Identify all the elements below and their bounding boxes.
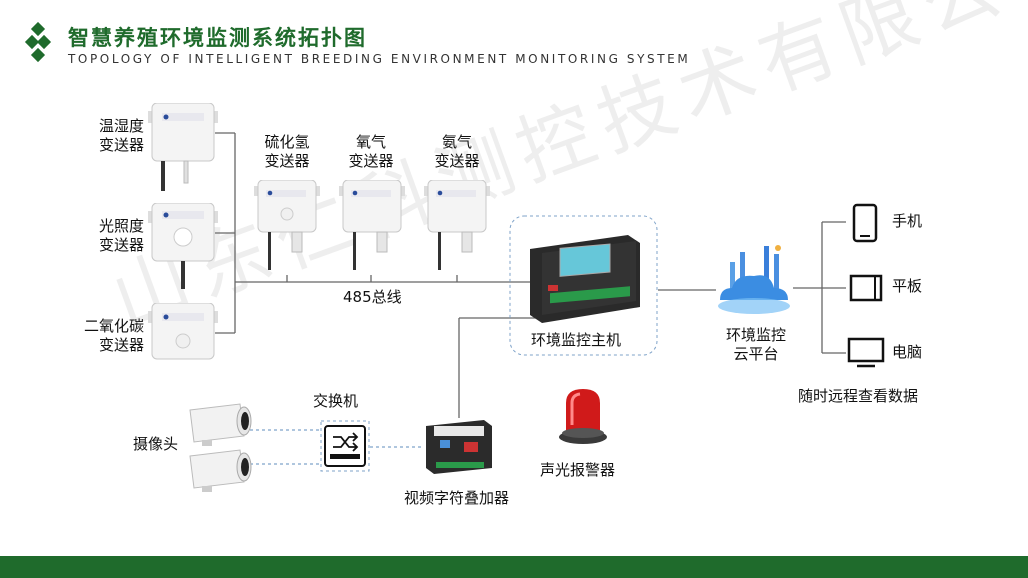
video-overlay-device-icon (426, 420, 492, 474)
pc-label: 电脑 (892, 343, 923, 361)
label-ammonia: 氨气变送器 (434, 133, 480, 170)
h2s-transmitter-icon (254, 180, 320, 270)
label-oxygen: 氧气变送器 (348, 133, 394, 170)
alarm-light-icon (559, 389, 607, 444)
footer-bar (0, 556, 1028, 578)
cloud-platform-icon (718, 245, 790, 314)
phone-icon (852, 203, 878, 243)
host-controller-icon (530, 235, 640, 323)
network-switch-icon (320, 420, 370, 472)
tablet-icon (849, 274, 883, 302)
light-transmitter-icon (148, 203, 218, 289)
label-light: 光照度变送器 (98, 217, 144, 254)
camera-icon (189, 403, 252, 446)
pc-monitor-icon (847, 337, 885, 368)
label-co2: 二氧化碳变送器 (83, 317, 144, 354)
camera-label: 摄像头 (133, 435, 179, 453)
label-temp-humidity: 温湿度变送器 (98, 117, 144, 154)
cloud-label: 环境监控云平台 (725, 326, 786, 363)
page-subtitle: TOPOLOGY OF INTELLIGENT BREEDING ENVIRON… (68, 52, 691, 66)
host-dashed-frame (509, 215, 658, 356)
bus-label: 485总线 (343, 288, 402, 306)
oxygen-transmitter-icon (339, 180, 405, 270)
phone-label: 手机 (892, 212, 923, 230)
camera-icon (189, 449, 252, 492)
ammonia-transmitter-icon (424, 180, 490, 270)
logo-diamonds-icon (24, 22, 52, 63)
overlay-label: 视频字符叠加器 (404, 489, 510, 507)
clients-caption: 随时远程查看数据 (798, 387, 919, 405)
co2-transmitter-icon (148, 303, 218, 360)
host-label: 环境监控主机 (531, 331, 622, 349)
label-h2s: 硫化氢变送器 (264, 133, 310, 170)
tablet-label: 平板 (892, 277, 923, 295)
page-title: 智慧养殖环境监测系统拓扑图 (68, 26, 367, 50)
alarm-label: 声光报警器 (540, 461, 616, 479)
temp-humidity-transmitter-icon (148, 103, 218, 191)
switch-label: 交换机 (313, 392, 359, 410)
